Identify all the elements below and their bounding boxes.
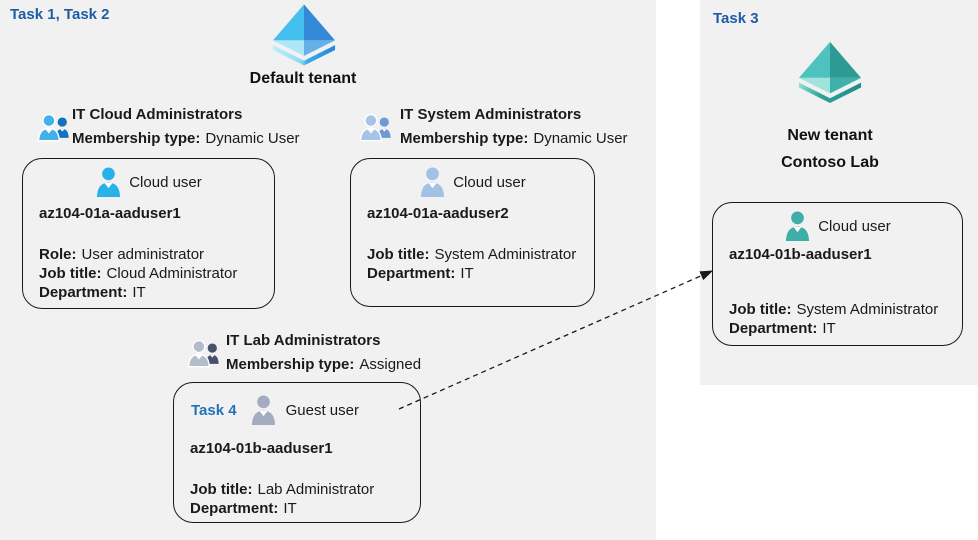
group-it-system-administrators: IT System Administrators Membership type… [400, 103, 628, 151]
user-type-label: Cloud user [453, 173, 526, 191]
username: az104-01a-aaduser2 [367, 205, 509, 222]
cloud-user-icon [419, 167, 446, 197]
task-4-label: Task 4 [191, 401, 237, 419]
membership-type: Membership type:Dynamic User [400, 130, 628, 147]
attribute-row: Department:IT [39, 284, 146, 301]
cloud-user-icon [784, 211, 811, 241]
task-3-heading: Task 3 [713, 10, 759, 27]
user-attributes: Job title:System Administrator Departmen… [367, 245, 576, 283]
user-card-az104-01a-aaduser1: Cloud user az104-01a-aaduser1 Role:User … [22, 158, 275, 309]
user-attributes: Role:User administrator Job title:Cloud … [39, 245, 237, 302]
guest-user-icon [250, 395, 277, 425]
default-tenant-region [0, 0, 656, 540]
user-card-az104-01a-aaduser2: Cloud user az104-01a-aaduser2 Job title:… [350, 158, 595, 307]
card-header: Task 4 Guest user [174, 395, 420, 425]
user-type-label: Cloud user [818, 217, 891, 235]
group-icon [360, 113, 392, 143]
membership-type: Membership type:Dynamic User [72, 130, 300, 147]
azure-ad-tenant-icon [272, 4, 336, 66]
new-tenant-icon [798, 41, 862, 104]
user-card-az104-01b-aaduser1-contoso: Cloud user az104-01b-aaduser1 Job title:… [712, 202, 963, 346]
new-tenant-name: New tenant [787, 127, 873, 144]
default-tenant-label: Default tenant [249, 70, 357, 87]
attribute-row: Department:IT [729, 320, 836, 337]
username: az104-01b-aaduser1 [729, 246, 872, 263]
card-header: Cloud user [23, 167, 274, 197]
group-it-cloud-administrators: IT Cloud Administrators Membership type:… [72, 103, 300, 151]
username: az104-01b-aaduser1 [190, 440, 333, 457]
user-type-label: Cloud user [129, 173, 202, 191]
attribute-row: Job title:System Administrator [729, 301, 939, 318]
group-name: IT Lab Administrators [226, 332, 381, 349]
group-icon [38, 113, 70, 143]
cloud-user-icon [95, 167, 122, 197]
task-1-2-heading: Task 1, Task 2 [10, 6, 110, 23]
group-icon [188, 339, 220, 369]
attribute-row: Job title:Lab Administrator [190, 481, 375, 498]
guest-user-card-az104-01b-aaduser1: Task 4 Guest user az104-01b-aaduser1 Job… [173, 382, 421, 523]
username: az104-01a-aaduser1 [39, 205, 181, 222]
group-it-lab-administrators: IT Lab Administrators Membership type:As… [226, 329, 421, 377]
new-tenant-org: Contoso Lab [781, 154, 879, 171]
attribute-row: Job title:Cloud Administrator [39, 265, 238, 282]
attribute-row: Department:IT [190, 500, 297, 517]
user-attributes: Job title:Lab Administrator Department:I… [190, 480, 374, 518]
new-tenant-label: New tenant Contoso Lab [750, 122, 910, 176]
user-attributes: Job title:System Administrator Departmen… [729, 300, 938, 338]
group-name: IT Cloud Administrators [72, 106, 243, 123]
user-type-label: Guest user [285, 401, 359, 419]
attribute-row: Role:User administrator [39, 246, 205, 263]
card-header: Cloud user [713, 211, 962, 241]
membership-type: Membership type:Assigned [226, 356, 422, 373]
group-name: IT System Administrators [400, 106, 582, 123]
card-header: Cloud user [351, 167, 594, 197]
attribute-row: Department:IT [367, 265, 474, 282]
attribute-row: Job title:System Administrator [367, 246, 577, 263]
